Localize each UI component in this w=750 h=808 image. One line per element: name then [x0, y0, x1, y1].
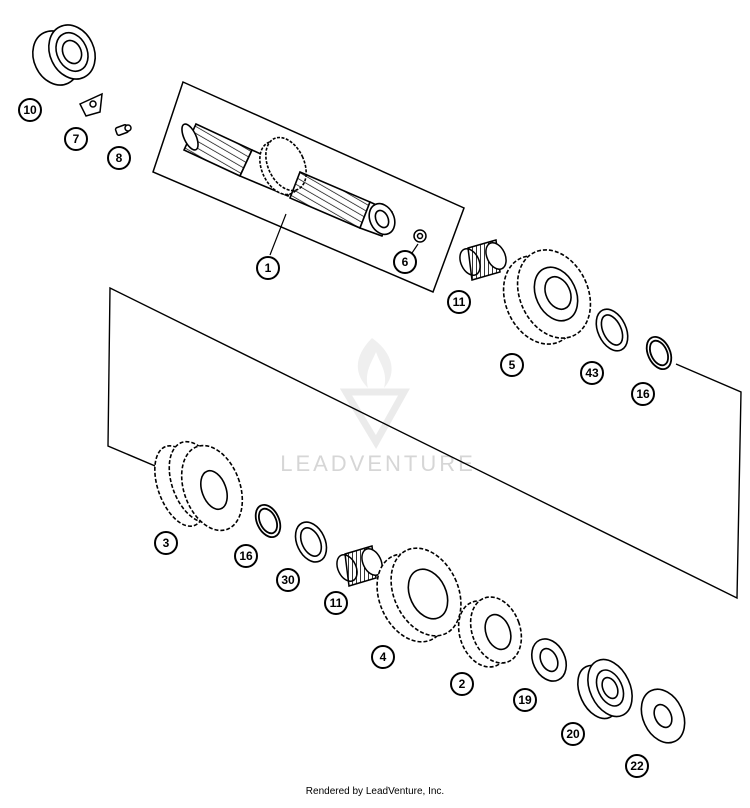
callout-30[interactable]: 30	[276, 568, 300, 592]
svg-text:4: 4	[380, 650, 387, 664]
callout-16-lower[interactable]: 16	[234, 544, 258, 568]
gear-2	[457, 596, 523, 668]
svg-text:22: 22	[630, 759, 644, 773]
input-shaft-1	[181, 122, 396, 238]
svg-text:11: 11	[453, 295, 466, 309]
svg-text:7: 7	[73, 132, 80, 146]
callout-1[interactable]: 1	[256, 256, 280, 280]
svg-text:19: 19	[518, 693, 532, 707]
bearing-20	[577, 658, 633, 720]
needle-bearing-11-upper	[459, 239, 507, 281]
callout-11-lower[interactable]: 11	[324, 591, 348, 615]
leader-1	[269, 213, 287, 256]
svg-text:2: 2	[459, 677, 466, 691]
callout-6[interactable]: 6	[393, 250, 417, 274]
washer-19	[530, 638, 568, 682]
svg-text:16: 16	[636, 387, 650, 401]
callout-7[interactable]: 7	[64, 127, 88, 151]
callout-22[interactable]: 22	[625, 754, 649, 778]
callout-11-upper[interactable]: 11	[447, 290, 471, 314]
callout-19[interactable]: 19	[513, 688, 537, 712]
callout-43[interactable]: 43	[580, 361, 604, 385]
shim-22	[640, 688, 686, 744]
svg-text:30: 30	[281, 573, 295, 587]
svg-text:16: 16	[239, 549, 253, 563]
svg-text:1: 1	[265, 261, 272, 275]
washer-43	[595, 308, 629, 352]
footer-credit: Rendered by LeadVenture, Inc.	[305, 786, 445, 797]
lock-plate-7	[78, 92, 103, 117]
watermark-text: LEADVENTURE	[280, 451, 476, 476]
gear-5	[502, 249, 592, 345]
circlip-16-upper	[645, 336, 673, 370]
callout-4[interactable]: 4	[371, 645, 395, 669]
svg-text:20: 20	[566, 727, 580, 741]
svg-text:3: 3	[163, 536, 170, 550]
callout-2[interactable]: 2	[450, 672, 474, 696]
gear-4	[376, 547, 462, 643]
callout-20[interactable]: 20	[561, 722, 585, 746]
callout-16-upper[interactable]: 16	[631, 382, 655, 406]
svg-text:43: 43	[585, 366, 599, 380]
callout-5[interactable]: 5	[500, 353, 524, 377]
circlip-16-lower	[254, 504, 282, 538]
svg-text:5: 5	[509, 358, 516, 372]
assembly-frame-lower	[107, 286, 742, 600]
assembly-frame-1	[152, 80, 465, 294]
bearing-10	[32, 24, 96, 86]
svg-text:10: 10	[23, 103, 37, 117]
svg-text:11: 11	[330, 596, 343, 610]
screw-8	[114, 124, 132, 136]
callout-8[interactable]: 8	[107, 146, 131, 170]
washer-30	[294, 521, 328, 563]
nut-6	[413, 229, 427, 243]
watermark-logo	[339, 338, 410, 449]
gear-3	[154, 440, 244, 532]
svg-text:8: 8	[116, 151, 123, 165]
callout-10[interactable]: 10	[18, 98, 42, 122]
needle-bearing-11-lower	[336, 545, 383, 587]
svg-text:6: 6	[402, 255, 409, 269]
callout-3[interactable]: 3	[154, 531, 178, 555]
